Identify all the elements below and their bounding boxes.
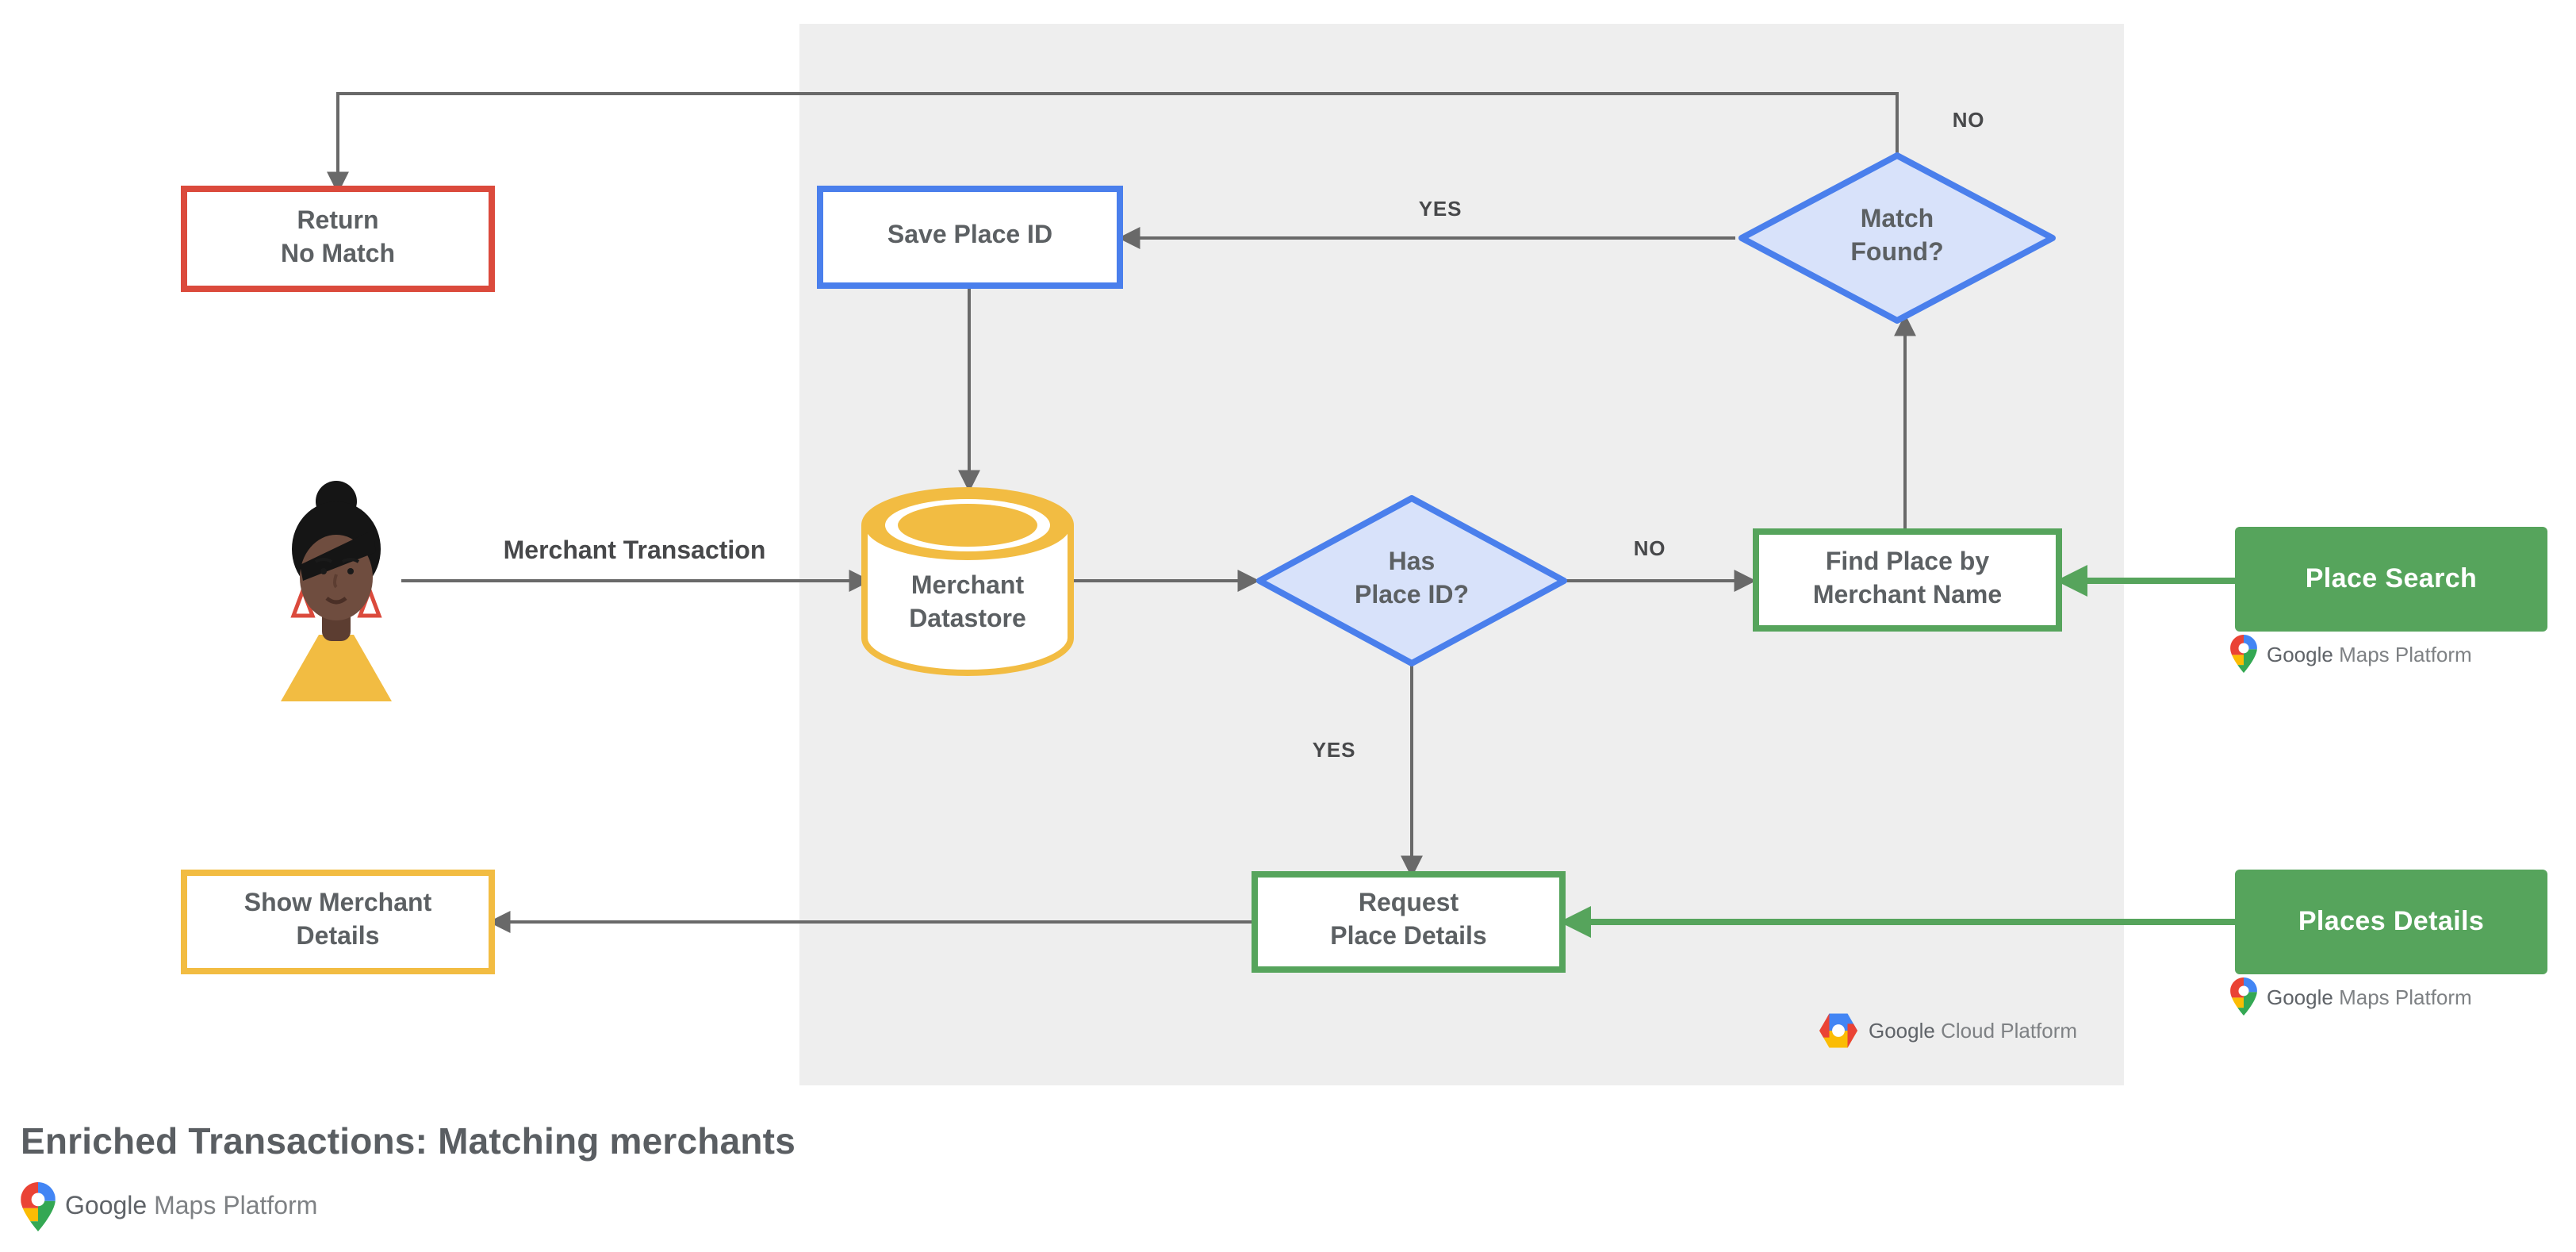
edge-label-yes-top: YES [1418,197,1462,221]
node-return-no-match-line1: Return [297,207,379,235]
database-cylinder-icon [861,487,1074,676]
node-has-place-id-line2: Place ID? [1354,582,1470,609]
cloud-hexagon-icon [1819,1013,1858,1048]
gmp-logo-text: Google Maps Platform [2267,642,2472,666]
node-save-place-id: Save Place ID [817,186,1123,289]
gmp-logo-text: Google Maps Platform [65,1192,318,1219]
node-show-merchant-details-line1: Show Merchant [243,890,432,918]
edge-label-no-top: NO [1952,108,1985,132]
node-find-place-line1: Find Place by [1825,548,1990,576]
node-return-no-match: Return No Match [181,186,495,292]
gcp-logo: Google Cloud Platform [1818,1012,2077,1049]
api-places-details-label: Places Details [2298,906,2485,936]
node-show-merchant-details: Show Merchant Details [181,870,495,974]
merchant-user-avatar [271,479,401,709]
edge-label-no-mid: NO [1633,536,1666,560]
person-icon [281,481,392,701]
node-merchant-datastore-line2: Datastore [909,606,1026,633]
node-has-place-id-line1: Has [1388,549,1436,577]
edge-label-merchant-transaction: Merchant Transaction [503,538,766,565]
node-return-no-match-line2: No Match [281,240,395,267]
api-places-details: Places Details [2235,870,2547,974]
node-match-found: Match Found? [1735,149,2059,327]
node-merchant-datastore: Merchant Datastore [861,482,1074,676]
gcp-logo-text: Google Cloud Platform [1869,1019,2078,1043]
node-match-found-line2: Found? [1850,240,1944,267]
api-place-search: Place Search [2235,527,2547,632]
node-save-place-id-label: Save Place ID [887,222,1053,250]
node-request-place-details-line2: Place Details [1330,924,1487,951]
node-request-place-details-line1: Request [1358,890,1459,918]
edge-label-yes-mid: YES [1312,738,1356,762]
decision-diamond-icon [1256,495,1567,666]
node-has-place-id: Has Place ID? [1253,492,1570,670]
maps-pin-icon [2230,635,2257,673]
api-place-search-label: Place Search [2305,563,2478,593]
maps-pin-icon [21,1182,56,1231]
gmp-logo-footer: Google Maps Platform [21,1182,317,1231]
node-request-place-details: Request Place Details [1252,871,1566,973]
node-find-place-line2: Merchant Name [1812,582,2003,609]
gmp-logo-place-search: Google Maps Platform [2230,635,2472,673]
gmp-logo-places-details: Google Maps Platform [2230,977,2472,1016]
page-title: Enriched Transactions: Matching merchant… [21,1120,795,1162]
gmp-logo-text: Google Maps Platform [2267,985,2472,1008]
node-find-place-by-merchant-name: Find Place by Merchant Name [1753,528,2062,632]
node-show-merchant-details-line2: Details [296,924,380,951]
node-match-found-line1: Match [1860,206,1934,234]
maps-pin-icon [2230,977,2257,1016]
node-merchant-datastore-line1: Merchant [910,573,1025,601]
